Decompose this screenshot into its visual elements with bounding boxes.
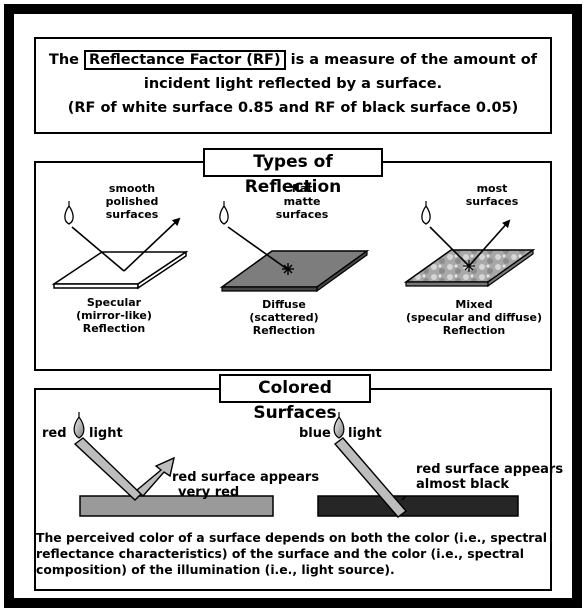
red-light-diagram	[73, 412, 274, 517]
right-result-line-2: almost black	[416, 477, 510, 492]
right-result-line-1: red surface appears	[416, 462, 564, 477]
mixed-caption: Mixed (specular and diffuse) Reflection	[399, 298, 549, 337]
specular-surface-edge	[53, 283, 139, 289]
light-bulb-icon	[219, 201, 229, 225]
specular-top-line-1: smooth	[108, 182, 156, 195]
rf-line1-rest: is a measure of the amount of	[290, 52, 538, 68]
mixed-top-line-1: most	[476, 182, 508, 195]
rf-line-3: (RF of white surface 0.85 and RF of blac…	[67, 100, 519, 116]
right-light-label: light	[348, 426, 382, 441]
scatter-star-icon	[282, 263, 294, 275]
mixed-top-label: most surfaces	[462, 182, 522, 208]
specular-top-line-2: polished	[105, 195, 159, 208]
rf-lead: The	[48, 52, 79, 68]
reflectance-factor-text: The Reflectance Factor (RF) is a measure…	[36, 48, 550, 120]
specular-subtitle: (mirror-like)	[76, 309, 152, 322]
left-result-label: red surface appears very red	[172, 470, 319, 500]
right-result-label: red surface appears almost black	[416, 462, 563, 492]
reflectance-factor-box: The Reflectance Factor (RF) is a measure…	[34, 37, 552, 134]
specular-diagram	[51, 201, 189, 290]
red-light-beam	[73, 437, 142, 501]
specular-name: Specular	[86, 296, 142, 309]
scatter-star-icon	[463, 260, 475, 272]
mixed-name: Mixed	[455, 298, 493, 311]
left-result-line-2: very red	[178, 485, 240, 500]
diffuse-top-line-3: surfaces	[275, 208, 329, 221]
rf-line-2: incident light reflected by a surface.	[143, 76, 443, 92]
red-surface-left	[79, 495, 274, 517]
specular-top-line-3: surfaces	[105, 208, 159, 221]
reflection-arrow-icon	[468, 219, 511, 267]
red-surface-right	[317, 495, 519, 517]
specular-surface-side	[137, 250, 187, 290]
diffuse-surface-side	[316, 249, 368, 293]
incident-ray	[71, 226, 125, 272]
diffuse-surface-edge	[221, 286, 318, 292]
reflection-arrow-icon	[135, 456, 175, 498]
diffuse-top-label: flat matte surfaces	[272, 182, 332, 221]
light-bulb-icon	[333, 412, 345, 439]
absorption-pointer	[401, 495, 407, 501]
outer-frame: The Reflectance Factor (RF) is a measure…	[4, 4, 582, 608]
types-of-reflection-title: Types of Reflection	[203, 148, 383, 197]
colored-surfaces-title: Colored Surfaces	[219, 374, 371, 423]
poster-canvas: The Reflectance Factor (RF) is a measure…	[14, 14, 572, 598]
mixed-reflection-word: Reflection	[442, 324, 506, 337]
diffuse-top-line-1: flat	[291, 182, 313, 195]
light-bulb-icon	[73, 412, 85, 439]
diffuse-caption: Diffuse (scattered) Reflection	[239, 298, 329, 337]
diffuse-subtitle: (scattered)	[249, 311, 319, 324]
right-light-color-label: blue	[299, 426, 331, 441]
mixed-surface-side	[487, 248, 534, 288]
left-result-line-1: red surface appears	[172, 470, 320, 485]
mixed-top-line-2: surfaces	[465, 195, 519, 208]
diffuse-name: Diffuse	[262, 298, 306, 311]
left-light-color-label: red	[42, 426, 67, 441]
blue-light-diagram	[317, 412, 519, 518]
left-light-label: light	[89, 426, 123, 441]
blue-light-beam	[333, 437, 408, 518]
diffuse-diagram	[219, 201, 370, 293]
mixed-diagram	[403, 201, 536, 288]
incident-ray	[227, 226, 288, 270]
rf-line-1: The Reflectance Factor (RF) is a measure…	[36, 48, 550, 72]
reflection-diagrams	[51, 201, 536, 518]
rf-term: Reflectance Factor (RF)	[84, 50, 286, 70]
specular-top-label: smooth polished surfaces	[102, 182, 162, 221]
diffuse-reflection-word: Reflection	[252, 324, 316, 337]
incident-ray	[429, 226, 470, 267]
mixed-subtitle: (specular and diffuse)	[405, 311, 543, 324]
colored-surfaces-caption: The perceived color of a surface depends…	[36, 530, 547, 577]
light-bulb-icon	[421, 201, 431, 225]
specular-caption: Specular (mirror-like) Reflection	[69, 296, 159, 335]
mixed-surface-edge	[405, 281, 489, 287]
reflection-arrow-icon	[123, 217, 181, 272]
specular-reflection-word: Reflection	[82, 322, 146, 335]
diffuse-top-line-2: matte	[283, 195, 321, 208]
light-bulb-icon	[64, 201, 74, 225]
